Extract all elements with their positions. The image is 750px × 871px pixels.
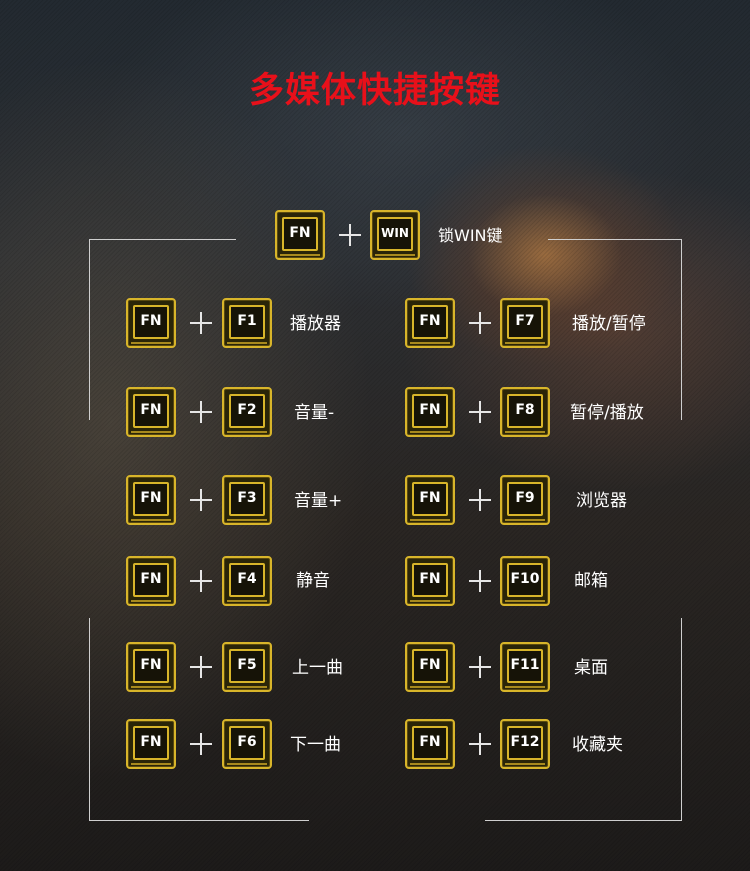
key-fn: FN bbox=[126, 556, 176, 606]
key-fn: FN bbox=[126, 387, 176, 437]
key-f7: F7 bbox=[500, 298, 550, 348]
combo-label-f4: 静音 bbox=[296, 571, 330, 591]
frame-right-upper bbox=[681, 239, 682, 420]
key-fn: FN bbox=[405, 387, 455, 437]
key-f3: F3 bbox=[222, 475, 272, 525]
key-f10: F10 bbox=[500, 556, 550, 606]
plus-icon bbox=[188, 568, 214, 594]
key-fn: FN bbox=[126, 298, 176, 348]
combo-label-f6: 下一曲 bbox=[290, 735, 341, 755]
page-title: 多媒体快捷按键 bbox=[248, 71, 501, 111]
combo-label-win-lock: 锁WIN键 bbox=[438, 226, 503, 245]
key-fn: FN bbox=[405, 719, 455, 769]
plus-icon bbox=[467, 568, 493, 594]
key-f4: F4 bbox=[222, 556, 272, 606]
plus-icon bbox=[188, 487, 214, 513]
frame-right-lower bbox=[681, 618, 682, 821]
key-fn: FN bbox=[405, 475, 455, 525]
combo-label-f10: 邮箱 bbox=[574, 571, 608, 591]
combo-label-f7: 播放/暂停 bbox=[572, 314, 646, 334]
plus-icon bbox=[467, 399, 493, 425]
plus-icon bbox=[188, 731, 214, 757]
plus-icon bbox=[467, 654, 493, 680]
key-fn: FN bbox=[126, 719, 176, 769]
combo-label-f1: 播放器 bbox=[290, 314, 341, 334]
key-fn: FN bbox=[405, 642, 455, 692]
key-f2: F2 bbox=[222, 387, 272, 437]
combo-label-f9: 浏览器 bbox=[576, 491, 627, 511]
key-fn-top: FN bbox=[275, 210, 325, 260]
key-f8: F8 bbox=[500, 387, 550, 437]
key-f12: F12 bbox=[500, 719, 550, 769]
key-fn: FN bbox=[126, 475, 176, 525]
plus-icon bbox=[188, 310, 214, 336]
combo-label-f8: 暂停/播放 bbox=[570, 403, 644, 423]
key-f6: F6 bbox=[222, 719, 272, 769]
combo-label-f2: 音量- bbox=[294, 403, 335, 423]
frame-bottom-left bbox=[89, 820, 309, 821]
key-win: WIN bbox=[370, 210, 420, 260]
combo-label-f5: 上一曲 bbox=[292, 658, 343, 678]
combo-label-f11: 桌面 bbox=[574, 658, 608, 678]
plus-icon bbox=[467, 310, 493, 336]
frame-left-upper bbox=[89, 239, 90, 420]
plus-icon bbox=[188, 654, 214, 680]
frame-bottom-right bbox=[485, 820, 682, 821]
key-fn: FN bbox=[405, 556, 455, 606]
plus-icon bbox=[337, 222, 363, 248]
plus-icon bbox=[188, 399, 214, 425]
key-fn: FN bbox=[405, 298, 455, 348]
key-f11: F11 bbox=[500, 642, 550, 692]
combo-label-f12: 收藏夹 bbox=[572, 735, 623, 755]
plus-icon bbox=[467, 731, 493, 757]
key-f1: F1 bbox=[222, 298, 272, 348]
frame-top-right bbox=[548, 239, 682, 240]
plus-icon bbox=[467, 487, 493, 513]
key-f5: F5 bbox=[222, 642, 272, 692]
frame-left-lower bbox=[89, 618, 90, 821]
frame-top-left bbox=[89, 239, 236, 240]
combo-label-f3: 音量+ bbox=[294, 491, 343, 511]
key-f9: F9 bbox=[500, 475, 550, 525]
key-fn: FN bbox=[126, 642, 176, 692]
